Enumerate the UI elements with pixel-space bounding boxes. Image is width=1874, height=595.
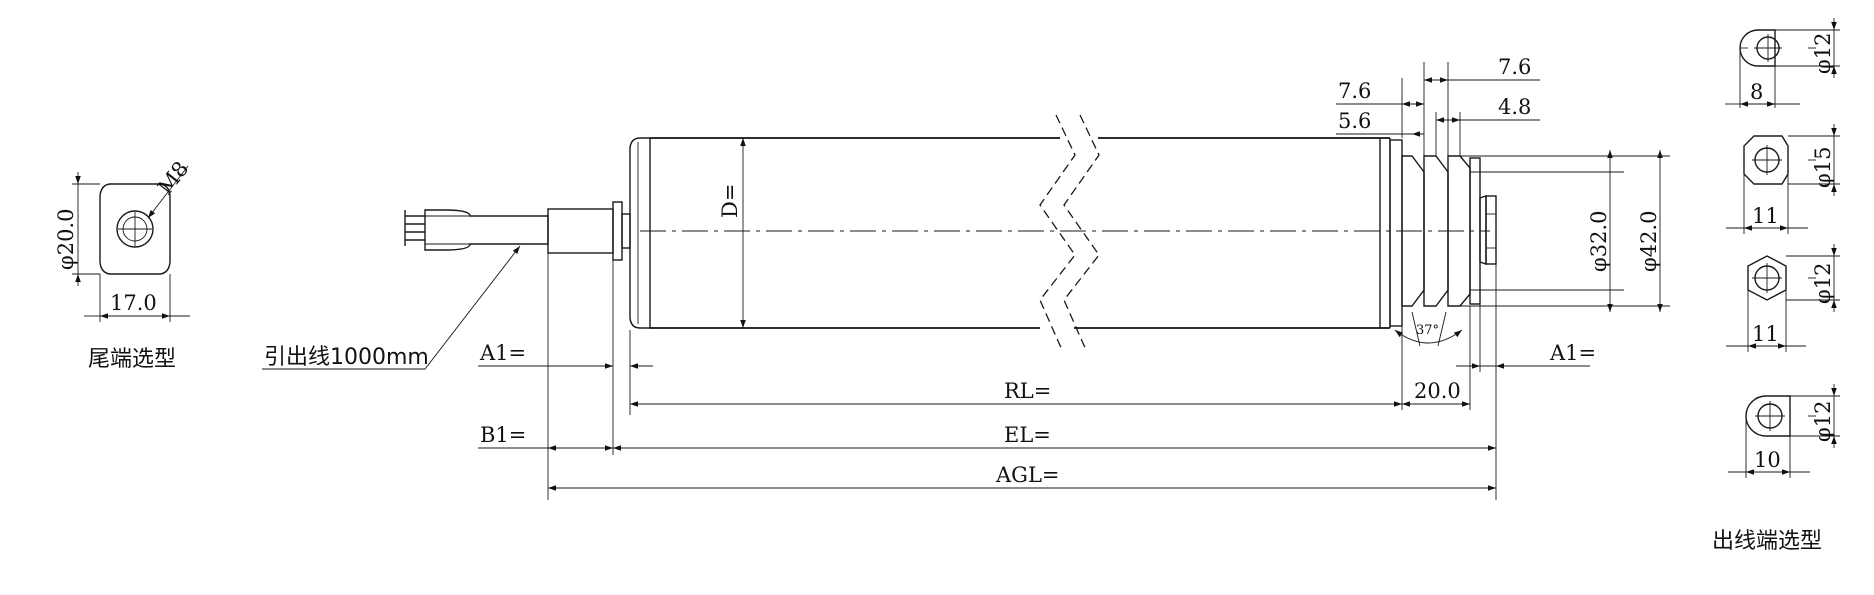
lead-wire-label: 引出线1000mm (264, 345, 429, 370)
rl-label: RL= (1004, 379, 1051, 403)
groove-diameter-label: φ32.0 (1587, 211, 1611, 272)
length-dimensions: A1= A1= RL= 20.0 B1= EL= AGL= (478, 253, 1596, 500)
outlet-2-width: 11 (1752, 204, 1779, 228)
tail-diameter-label: φ20.0 (54, 209, 78, 270)
groove-angle-label: 37° (1416, 323, 1439, 338)
outlet-1-diameter: φ12 (1811, 33, 1835, 74)
outlet-3-diameter: φ12 (1811, 263, 1835, 304)
pulley-top-dimensions: 7.6 7.6 5.6 4.8 (1336, 55, 1540, 156)
groove-pitch-label-right: 7.6 (1498, 55, 1531, 79)
groove-small-label: 4.8 (1498, 95, 1531, 119)
lead-wire: 引出线1000mm (262, 201, 631, 370)
outlet-2-diameter: φ15 (1811, 147, 1835, 188)
outlet-variant-4: 10 φ12 (1728, 384, 1840, 478)
tail-thread-label: M8 (153, 157, 193, 199)
groove-pitch-label-left: 7.6 (1338, 79, 1371, 103)
groove-inner-label: 5.6 (1338, 109, 1371, 133)
outlet-variant-2: 11 φ15 (1726, 124, 1840, 234)
outlet-3-width: 11 (1752, 322, 1779, 346)
el-label: EL= (1004, 423, 1051, 447)
pulley-diameter-dimensions: φ32.0 φ42.0 (1460, 150, 1670, 312)
a1-left-label: A1= (479, 341, 526, 365)
agl-label: AGL= (995, 463, 1059, 487)
pulley-diameter-label: φ42.0 (1637, 211, 1661, 272)
end-length-label: 20.0 (1414, 379, 1461, 403)
roller-tube: D= (629, 114, 1490, 351)
outlet-1-width: 8 (1750, 80, 1763, 104)
a1-right-label: A1= (1549, 341, 1596, 365)
tube-diameter-label: D= (718, 184, 742, 218)
outlet-caption: 出线端选型 (1712, 529, 1822, 554)
tail-width-label: 17.0 (110, 291, 157, 315)
outlet-variant-1: 8 φ12 (1725, 18, 1840, 108)
tail-end-view: M8 φ20.0 17.0 尾端选型 (54, 157, 193, 372)
outlet-4-diameter: φ12 (1811, 401, 1835, 442)
tail-caption: 尾端选型 (88, 347, 176, 372)
outlet-4-width: 10 (1754, 448, 1781, 472)
outlet-variant-3: 11 φ12 (1726, 244, 1840, 352)
b1-label: B1= (480, 423, 526, 447)
